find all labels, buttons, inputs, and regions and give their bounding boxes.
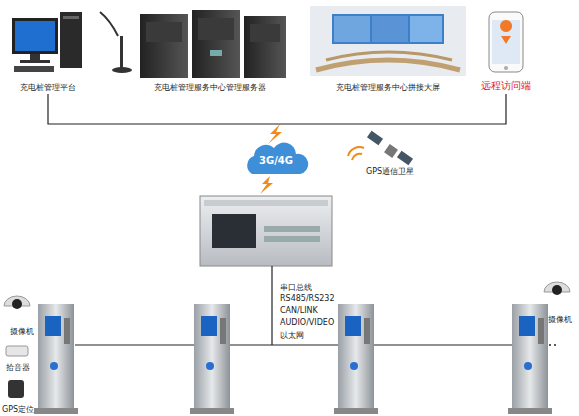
text-label: 串口总线	[280, 282, 312, 293]
text-label: 拾音器	[6, 362, 30, 373]
platform-caption: 充电桩管理平台	[8, 80, 88, 94]
charging-pile	[34, 304, 552, 414]
node-caption: 充电桩管理服务中心拼接大屏	[336, 82, 440, 93]
server-icon	[100, 10, 286, 78]
text-label: AUDIO/VIDEO	[280, 318, 334, 327]
satellite-icon	[367, 131, 413, 166]
bus-wire	[75, 266, 556, 346]
text-label: 摄像机	[548, 314, 572, 325]
node-caption: 远程访问端	[481, 79, 531, 93]
text-label: RS485/RS232	[280, 294, 335, 303]
screen-wall-icon	[310, 6, 466, 76]
text-label: 摄像机	[10, 326, 34, 337]
peripheral-icons	[4, 282, 570, 398]
network-cloud: 3G/4G	[240, 142, 312, 178]
lightning-icon	[260, 124, 364, 194]
text-label: GPS通信卫星	[366, 166, 414, 177]
text-label: 以太网	[280, 330, 304, 341]
network-text: 3G/4G	[259, 155, 293, 166]
pc-icon	[12, 12, 82, 72]
remote-caption: 远程访问端	[474, 78, 538, 94]
node-caption: 充电桩管理服务中心管理服务器	[154, 82, 266, 93]
node-caption: 充电桩管理平台	[20, 82, 76, 93]
text-label: GPS定位	[2, 404, 34, 415]
bracket-connector	[48, 94, 506, 124]
text-label: CAN/LINK	[280, 306, 318, 315]
screen-caption: 充电桩管理服务中心拼接大屏	[310, 80, 466, 94]
phone-icon	[489, 12, 523, 72]
gateway-device	[200, 196, 332, 266]
server-caption: 充电桩管理服务中心管理服务器	[120, 80, 300, 94]
